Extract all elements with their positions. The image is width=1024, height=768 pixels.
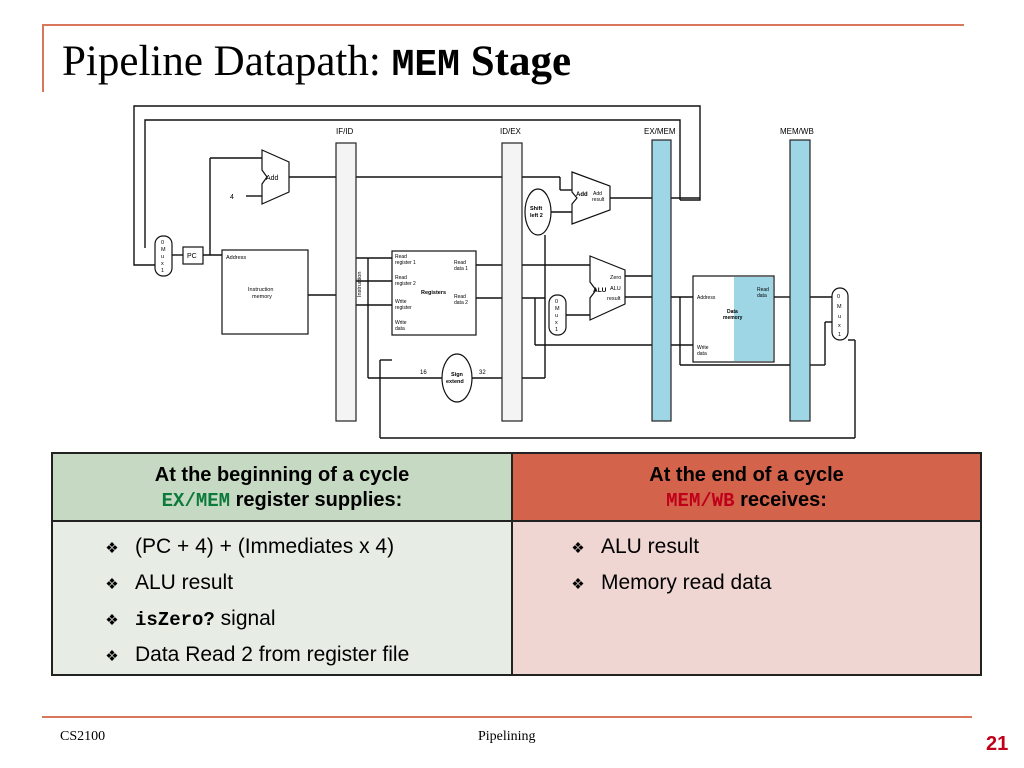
sign-extend-unit (441, 353, 473, 403)
ex-mem-register (651, 139, 672, 422)
bottom-accent-rule (42, 716, 972, 718)
branch-feedback-wire (133, 105, 701, 266)
alu-unit (589, 255, 626, 321)
if-id-register (335, 142, 357, 422)
if-id-label: IF/ID (336, 127, 354, 136)
diamond-bullet-icon: ❖ (571, 576, 585, 593)
alu-src-mux (548, 294, 567, 336)
list-item: ❖ALU result (101, 566, 511, 602)
list-item: ❖Data Read 2 from register file (101, 638, 511, 674)
sixteen-bit-label: 16 (420, 370, 427, 376)
pc-label: PC (187, 253, 197, 260)
left-body-cell: ❖(PC + 4) + (Immediates x 4) ❖ALU result… (51, 520, 513, 676)
left-header-rest: register supplies: (230, 489, 403, 511)
instruction-memory (221, 249, 309, 335)
id-ex-register (501, 142, 523, 422)
diamond-bullet-icon: ❖ (105, 540, 119, 557)
title-suffix: Stage (460, 38, 572, 85)
left-header-line1: At the beginning of a cycle (154, 464, 410, 486)
list-item: ❖Memory read data (567, 566, 980, 602)
diamond-bullet-icon: ❖ (105, 576, 119, 593)
left-header-cell: At the beginning of a cycle EX/MEM regis… (51, 452, 513, 522)
branch-adder (571, 171, 611, 225)
list-item: ❖ALU result (567, 530, 980, 566)
diamond-bullet-icon: ❖ (105, 612, 119, 629)
diamond-bullet-icon: ❖ (571, 540, 585, 557)
footer-topic: Pipelining (478, 729, 536, 744)
top-accent-rule (42, 24, 964, 26)
pc-adder (261, 149, 290, 205)
instr-address-label: Address (226, 255, 246, 261)
diamond-bullet-icon: ❖ (105, 648, 119, 665)
title-prefix: Pipeline Datapath: (62, 38, 392, 85)
ex-mem-code: EX/MEM (161, 490, 231, 512)
pc-mux (154, 235, 173, 277)
ex-mem-supplies-list: ❖(PC + 4) + (Immediates x 4) ❖ALU result… (53, 522, 511, 674)
ex-mem-label: EX/MEM (644, 127, 676, 136)
mem-wb-code: MEM/WB (666, 490, 735, 512)
branch-adder-label: Add (576, 192, 588, 198)
thirty-two-bit-label: 32 (479, 370, 486, 376)
mem-wb-label: MEM/WB (780, 127, 814, 136)
data-memory-highlight (734, 277, 773, 361)
registers-label: Registers (421, 290, 446, 296)
footer-course: CS2100 (60, 729, 106, 744)
data-address-label: Address (697, 295, 716, 301)
right-header-rest: receives: (734, 489, 827, 511)
pc-adder-label: Add (266, 175, 279, 182)
list-item: ❖(PC + 4) + (Immediates x 4) (101, 530, 511, 566)
right-header-cell: At the end of a cycle MEM/WB receives: (511, 452, 982, 522)
id-ex-label: ID/EX (500, 127, 522, 136)
pc-register (182, 246, 204, 265)
register-file (391, 250, 477, 336)
right-header-line1: At the end of a cycle (649, 464, 844, 486)
alu-label: ALU (593, 287, 607, 294)
page-number: 21 (986, 733, 1009, 755)
shift-left-2-unit (524, 188, 552, 236)
side-accent-rule (42, 24, 44, 92)
zero-label: Zero (610, 275, 621, 281)
mem-wb-register (789, 139, 811, 422)
stage-info-table: At the beginning of a cycle EX/MEM regis… (51, 452, 982, 676)
right-body-cell: ❖ALU result ❖Memory read data (511, 520, 982, 676)
instruction-label: Instruction (357, 272, 363, 297)
mem-wb-receives-list: ❖ALU result ❖Memory read data (513, 522, 980, 602)
constant-four: 4 (230, 194, 234, 201)
title-code: MEM (391, 44, 460, 87)
slide-title: Pipeline Datapath: MEM Stage (62, 40, 571, 85)
list-item: ❖isZero? signal (101, 602, 511, 638)
writeback-mux (831, 287, 849, 341)
